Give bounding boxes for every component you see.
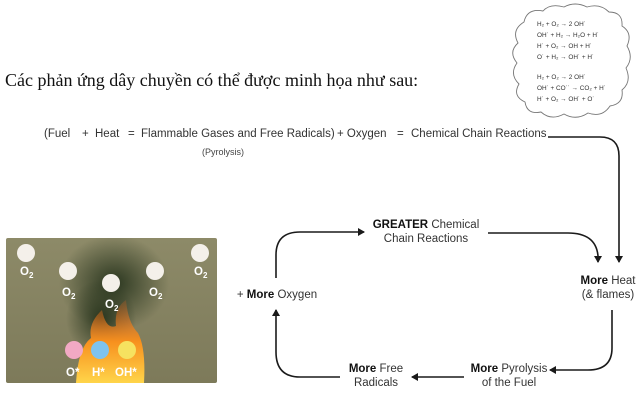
node-greater-reactions: GREATER Chemical Chain Reactions [372, 219, 480, 245]
cloud-reaction-line: H₂ + O₂ → 2 OH˙ [537, 73, 586, 81]
arrow-oxygen-to-greater [275, 228, 365, 278]
arrow-heat-to-pyrolysis [549, 310, 613, 374]
cloud-reaction-list: H₂ + O₂ → 2 OH˙ OH˙ + H₂ → H₂O + H˙ H˙ + O… [537, 20, 606, 103]
cloud-reaction-line: H₂ + O₂ → 2 OH˙ [537, 20, 586, 28]
cloud-reaction-line: OH˙ + CO˙˙ → CO₂ + H˙ [537, 84, 606, 92]
eq-equals-2: = [397, 128, 404, 140]
arrow-greater-to-heat [488, 232, 602, 263]
label-h-radical: H* [92, 367, 105, 379]
eq-heat: Heat [95, 128, 120, 140]
node-more-radicals: More Free Radicals [348, 363, 404, 389]
cloud-reaction-line: O˙ + H₂ → OH˙ + H˙ [537, 53, 594, 61]
node-more-oxygen: + More Oxygen [236, 289, 318, 301]
eq-oxygen: + Oxygen [337, 128, 387, 140]
arrow-radicals-to-oxygen [272, 309, 340, 378]
radical-balls [65, 341, 136, 359]
cloud-reaction-line: OH˙ + H₂ → H₂O + H˙ [537, 31, 599, 39]
label-oh-radical: OH* [115, 367, 137, 379]
oxygen-molecules [17, 244, 209, 292]
node-more-pyrolysis: More Pyrolysis of the Fuel [470, 363, 548, 389]
reaction-cloud [512, 3, 631, 118]
intro-text: Các phản ứng dây chuyền có thể được minh… [5, 70, 419, 90]
arrow-result-to-heat [548, 136, 623, 263]
cloud-reaction-line: H˙ + O₂ → OH˙ + O˙ [537, 95, 595, 103]
eq-pyrolysis-note: (Pyrolysis) [202, 147, 244, 157]
eq-plus-1: + [82, 128, 89, 140]
eq-result: Chemical Chain Reactions [411, 128, 547, 140]
label-o-radical: O* [66, 367, 80, 379]
eq-gases: Flammable Gases and Free Radicals) [141, 128, 335, 140]
flame [76, 300, 145, 383]
eq-equals-1: = [128, 128, 135, 140]
node-more-heat: More Heat (& flames) [580, 275, 636, 301]
eq-fuel: (Fuel [44, 128, 71, 140]
cloud-reaction-line: H˙ + O₂ → OH + H˙ [537, 42, 592, 50]
